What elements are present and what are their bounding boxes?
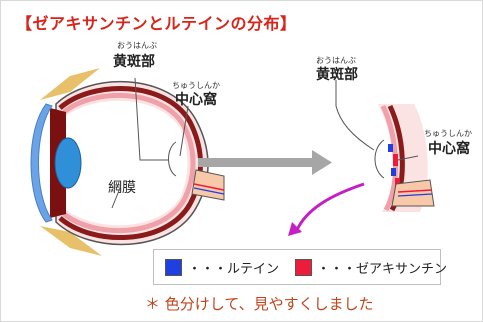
legend-box: ・・・ルテイン ・・・ゼアキサンチン xyxy=(153,249,447,285)
zeaxanthin-legend-label: ・・・ゼアキサンチン xyxy=(317,262,448,277)
fovea-ruby-right: ちゅうしんか xyxy=(424,129,472,138)
macula-ruby-right: おうはんぶ xyxy=(316,56,356,65)
macula-leader-right xyxy=(335,80,375,151)
eyeball-retina xyxy=(62,92,196,234)
magenta-arrow-curve xyxy=(294,182,365,233)
macula-label-left: 黄斑部 xyxy=(113,54,155,70)
lower-eyelid xyxy=(40,226,102,256)
section-optic-vessel-blue xyxy=(397,193,433,197)
magenta-arrow-head xyxy=(288,222,302,236)
upper-eyelid xyxy=(40,68,100,100)
diagram-title: 【ゼアキサンチンとルテインの分布】 xyxy=(16,14,297,33)
fovea-label-right: 中心窩 xyxy=(428,141,470,157)
lutein-patch xyxy=(388,144,393,152)
section-optic-nerve xyxy=(391,179,435,207)
zeaxanthin-swatch xyxy=(295,259,312,276)
cornea xyxy=(30,103,53,223)
zeaxanthin-patch xyxy=(395,178,400,186)
gray-arrow-shaft xyxy=(198,158,312,167)
macula-leader-left xyxy=(134,77,168,161)
gray-arrow-head xyxy=(312,150,332,175)
lutein-swatch xyxy=(165,259,182,276)
fovea-label-left: 中心窩 xyxy=(175,92,217,108)
macula-label-right: 黄斑部 xyxy=(316,67,358,83)
lutein-patch xyxy=(391,168,396,176)
macula-ruby-left: おうはんぶ xyxy=(117,41,157,50)
retina-leader-left xyxy=(111,187,121,209)
retina-label: 網膜 xyxy=(108,180,136,196)
color-note: ＊ 色分けして、見やすくしました xyxy=(145,295,374,313)
fovea-leader-left xyxy=(179,105,189,157)
lutein-legend-label: ・・・ルテイン xyxy=(188,262,280,277)
macula-outline-left xyxy=(168,141,177,177)
fovea-leader-right xyxy=(397,155,419,161)
fovea-ruby-left: ちゅうしんか xyxy=(172,81,220,90)
optic-nerve-vessel-blue xyxy=(193,187,225,195)
section-optic-vessel-red xyxy=(397,189,433,193)
optic-nerve-vessel-red xyxy=(193,183,225,191)
zeaxanthin-patch xyxy=(393,154,398,166)
macula-outline-right xyxy=(374,139,385,179)
lens xyxy=(54,137,82,189)
vitreous-body xyxy=(66,100,188,226)
